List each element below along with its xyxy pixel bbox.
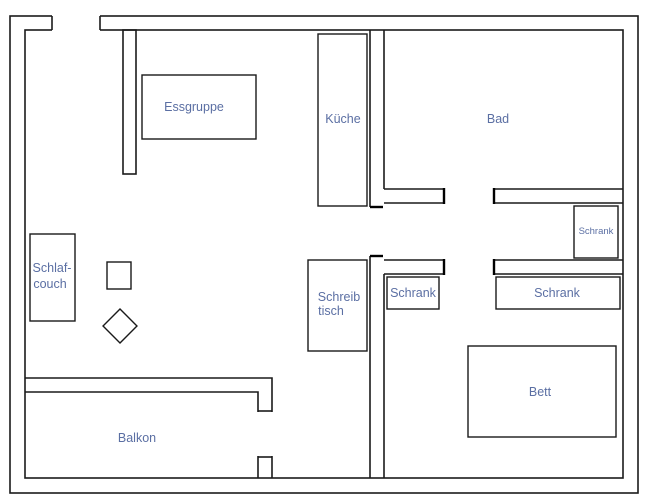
- diamond-stool: [102, 308, 138, 344]
- bedroom-wall: [384, 259, 623, 275]
- kueche-counter: [317, 33, 368, 207]
- kueche-label: Küche: [325, 112, 360, 126]
- schrank-left-label: Schrank: [390, 286, 437, 300]
- schreibtisch: [307, 259, 368, 352]
- outer-walls: [9, 14, 639, 494]
- schrank-right-label: Schrank: [534, 286, 581, 300]
- schreibtisch-label-2: tisch: [318, 304, 344, 318]
- bett-label: Bett: [529, 385, 552, 399]
- schrank-left: [386, 276, 440, 310]
- bad-label: Bad: [487, 112, 509, 126]
- schrank-right: [495, 276, 621, 310]
- central-wall: [369, 30, 385, 478]
- schrank-small-label: Schrank: [579, 226, 614, 237]
- essgruppe-table: [141, 74, 257, 140]
- balkon-label: Balkon: [118, 431, 156, 445]
- schlafcouch: [29, 233, 76, 322]
- inner-partition-top: [122, 29, 137, 175]
- schlafcouch-label-1: Schlaf-: [33, 261, 72, 275]
- essgruppe-label: Essgruppe: [164, 100, 224, 114]
- schrank-small: [573, 205, 619, 259]
- bett: [467, 345, 617, 438]
- balcony-wall: [25, 377, 274, 478]
- schlafcouch-label-2: couch: [33, 277, 66, 291]
- bad-wall: [384, 188, 623, 204]
- schreibtisch-label-1: Schreib: [318, 290, 360, 304]
- small-square-table: [106, 261, 132, 290]
